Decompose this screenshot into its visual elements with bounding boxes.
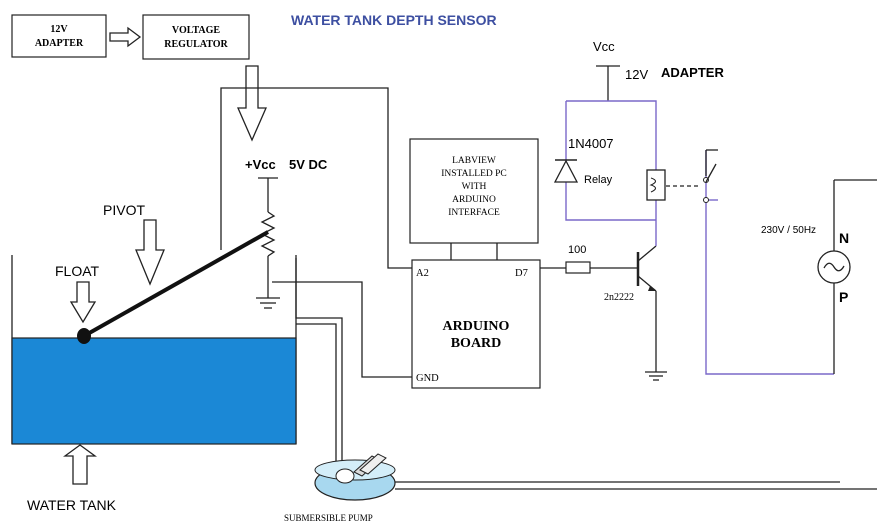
adapter-12v-block: 12V ADAPTER: [11, 14, 107, 58]
float-lever: [83, 230, 269, 338]
pc-line-1: LABVIEW: [452, 156, 496, 166]
ground-icon: [645, 371, 667, 381]
pivot-label: PIVOT: [103, 202, 145, 218]
arduino-line-1: ARDUINO: [443, 319, 510, 334]
right-arrow-icon: [109, 26, 142, 48]
water-tank-label: WATER TANK: [27, 497, 117, 513]
relay-label: Relay: [584, 174, 613, 186]
adapter-line-1: 12V: [50, 24, 68, 35]
pc-line-2: INSTALLED PC: [441, 169, 506, 179]
resistor-label: 100: [568, 244, 586, 256]
vcc-5v-label: +Vcc: [245, 157, 276, 172]
mains-label: 230V / 50Hz: [761, 225, 816, 236]
up-arrow-icon: [63, 444, 97, 485]
water-tank: [11, 255, 297, 445]
ground-icon: [256, 297, 280, 309]
transistor-label: 2n2222: [604, 292, 634, 303]
relay-switch: [703, 149, 718, 203]
adapter-line-2: ADAPTER: [35, 38, 84, 49]
adapter-word-label: ADAPTER: [661, 65, 724, 80]
down-arrow-icon: [69, 281, 97, 324]
submersible-pump: [314, 453, 396, 501]
pc-line-5: INTERFACE: [448, 208, 500, 218]
adapter-12v-label: 12V: [625, 67, 648, 82]
down-arrow-icon: [135, 219, 165, 286]
pc-line-3: WITH: [462, 182, 487, 192]
regulator-line-2: REGULATOR: [164, 39, 228, 50]
diode-1n4007: [553, 159, 579, 183]
float-ball: [77, 328, 91, 344]
relay-coil: [646, 169, 666, 201]
pin-gnd: GND: [416, 373, 439, 384]
pin-a2: A2: [416, 268, 429, 279]
transistor: [636, 245, 657, 292]
neutral-label: N: [839, 230, 849, 246]
arduino-board-block: ARDUINO BOARD A2 D7 GND: [411, 259, 541, 389]
resistor: [565, 261, 591, 274]
vcc-5v-value: 5V DC: [289, 157, 328, 172]
vcc-top-label: Vcc: [593, 39, 615, 54]
pin-d7: D7: [515, 268, 528, 279]
regulator-line-1: VOLTAGE: [172, 25, 220, 36]
float-label: FLOAT: [55, 263, 100, 279]
pc-line-4: ARDUINO: [452, 195, 496, 205]
phase-label: P: [839, 289, 848, 305]
voltage-regulator-block: VOLTAGE REGULATOR: [142, 14, 250, 60]
labview-pc-block: LABVIEW INSTALLED PC WITH ARDUINO INTERF…: [409, 138, 539, 244]
pump-label: SUBMERSIBLE PUMP: [284, 513, 373, 522]
ac-source-icon: [817, 250, 851, 284]
arduino-line-2: BOARD: [451, 336, 502, 351]
diode-label: 1N4007: [568, 136, 614, 151]
diagram-title: WATER TANK DEPTH SENSOR: [291, 12, 497, 28]
down-arrow-icon: [237, 65, 267, 142]
